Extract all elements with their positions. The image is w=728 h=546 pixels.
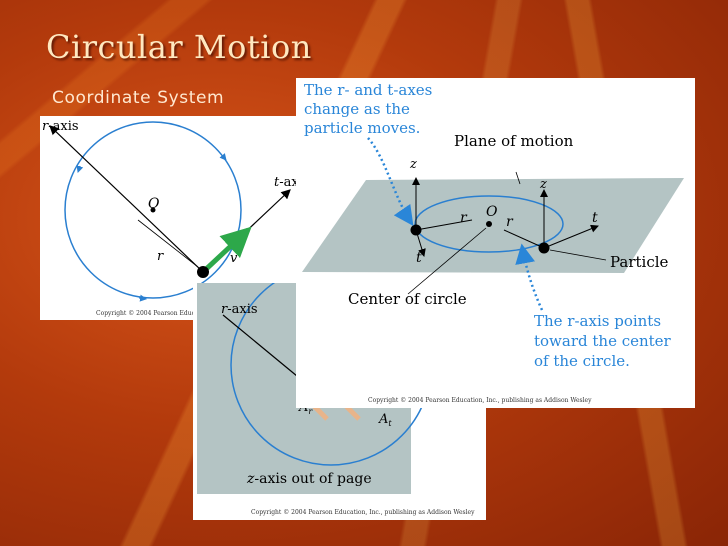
particle-dot-right bbox=[538, 242, 550, 254]
plane-pointer-line bbox=[515, 171, 521, 185]
note-bottom-line-1: The r-axis points bbox=[534, 312, 661, 330]
center-dot bbox=[486, 221, 492, 227]
r-axis-label: r-axis bbox=[221, 302, 258, 317]
plane-of-motion-label: Plane of motion bbox=[454, 132, 574, 150]
note-bottom-line-3: of the circle. bbox=[534, 352, 630, 370]
radius-label: r bbox=[157, 249, 164, 264]
annotation-arrow-top bbox=[367, 137, 414, 227]
r-axis-line bbox=[222, 314, 304, 382]
origin-label: O bbox=[486, 204, 498, 220]
note-top-line-2: change as the bbox=[304, 100, 410, 118]
particle-dot bbox=[197, 266, 209, 278]
r-axis-left-label: r bbox=[460, 210, 468, 226]
direction-arrow-icon bbox=[76, 165, 84, 173]
slide-title: Circular Motion bbox=[46, 28, 312, 66]
r-axis-right bbox=[503, 229, 545, 249]
r-axis-line bbox=[49, 125, 204, 273]
figure-rt-axes: r-axis t-ax O r v Copyright © 2004 Pears… bbox=[40, 116, 302, 320]
velocity-label: v bbox=[230, 251, 238, 266]
t-axis-left-label: t bbox=[416, 250, 422, 266]
origin-label: O bbox=[148, 196, 160, 212]
circular-path bbox=[414, 195, 564, 253]
origin-dot bbox=[150, 207, 156, 213]
figure-rt-axes-drawing: r-axis t-ax O r v Copyright © 2004 Pears… bbox=[42, 119, 299, 317]
slide-subtitle: Coordinate System bbox=[52, 88, 225, 108]
z-axis-left-label: z bbox=[409, 157, 417, 172]
circular-path bbox=[64, 121, 242, 299]
z-axis-label: z-axis out of page bbox=[246, 471, 372, 487]
center-pointer-line bbox=[407, 227, 487, 295]
center-of-circle-label: Center of circle bbox=[348, 290, 467, 308]
note-top-line-1: The r- and t-axes bbox=[304, 81, 432, 99]
direction-arrow-icon bbox=[138, 294, 147, 302]
particle-dot-left bbox=[410, 224, 422, 236]
note-top-line-3: particle moves. bbox=[304, 119, 420, 137]
tangential-acceleration-label: At bbox=[378, 412, 392, 428]
figure-plane-of-motion: The r- and t-axes change as the particle… bbox=[296, 78, 695, 408]
z-axis-right-label: z bbox=[539, 177, 547, 192]
particle-label: Particle bbox=[610, 253, 669, 271]
t-axis-right bbox=[543, 224, 599, 249]
r-axis-label: r-axis bbox=[42, 119, 79, 134]
radius-line bbox=[137, 219, 199, 268]
t-axis-right-label: t bbox=[592, 210, 598, 226]
direction-arrow-icon bbox=[219, 153, 227, 161]
r-axis-left bbox=[415, 219, 473, 231]
velocity-vector bbox=[201, 226, 252, 274]
figure-copyright: Copyright © 2004 Pearson Education, Inc.… bbox=[96, 310, 234, 317]
annotation-arrow-bottom bbox=[515, 243, 544, 311]
t-axis-label: t-ax bbox=[274, 175, 299, 190]
plane-of-motion bbox=[302, 178, 684, 273]
figure-copyright: Copyright © 2004 Pearson Education, Inc.… bbox=[368, 397, 592, 404]
figure-plane-of-motion-drawing: The r- and t-axes change as the particle… bbox=[302, 81, 684, 404]
note-bottom-line-2: toward the center bbox=[534, 332, 672, 350]
figure-copyright: Copyright © 2004 Pearson Education, Inc.… bbox=[251, 509, 475, 516]
r-axis-right-label: r bbox=[506, 214, 514, 230]
particle-pointer-line bbox=[549, 249, 607, 261]
